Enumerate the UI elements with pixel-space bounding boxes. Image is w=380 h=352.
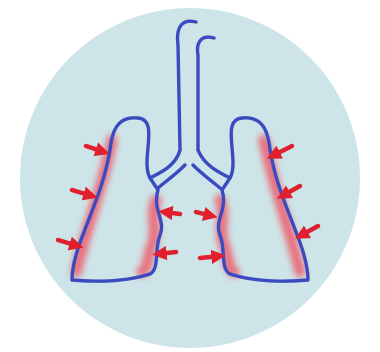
arrow-left-inner-1: [164, 212, 180, 214]
background-circle: [20, 8, 360, 348]
arrow-right-inner-2: [200, 256, 220, 258]
arrow-left-inner-2: [158, 252, 176, 254]
